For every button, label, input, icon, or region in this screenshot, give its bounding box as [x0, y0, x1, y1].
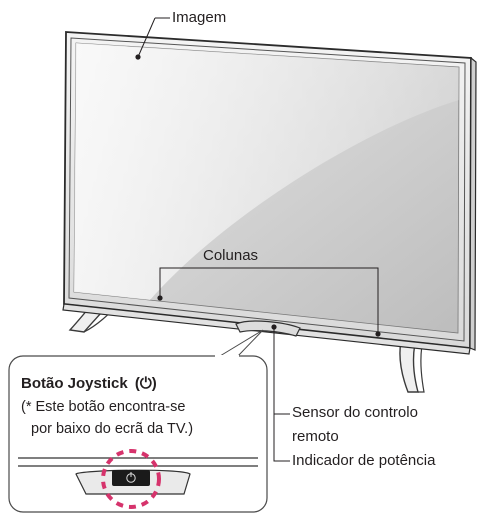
joystick-detail: [18, 449, 258, 509]
speakers-label: Colunas: [203, 247, 259, 264]
joystick-callout-box: [8, 355, 268, 513]
joystick-highlight-ring: [101, 449, 161, 509]
image-leader-line: [135, 17, 170, 60]
speakers-leader-bracket: [157, 267, 381, 337]
joystick-note-line2: por baixo do ecrã da TV.): [31, 421, 194, 437]
power-icon: (⏻): [134, 375, 157, 392]
joystick-note-line1: (* Este botão encontra-se: [21, 399, 186, 415]
power-indicator-label: Indicador de potência: [292, 452, 436, 469]
remote-sensor-label-line1: Sensor do controlo: [292, 404, 418, 421]
center-base: [235, 320, 301, 337]
joystick-title-text: Botão Joystick: [21, 375, 128, 392]
image-label: Imagem: [172, 9, 227, 26]
remote-sensor-label-line2: remoto: [292, 428, 339, 445]
screen-glare: [74, 43, 459, 300]
sensor-leader-line: [271, 324, 290, 462]
joystick-callout-title: Botão Joystick (⏻): [21, 375, 157, 393]
